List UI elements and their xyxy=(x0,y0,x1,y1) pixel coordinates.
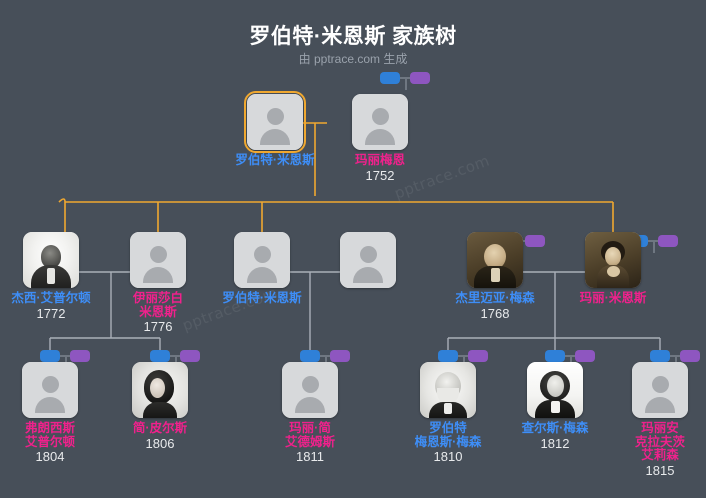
person-name: 玛丽梅恩 xyxy=(354,153,405,167)
person-node[interactable]: 玛丽·简 艾德姆斯 1811 xyxy=(282,362,338,464)
female-badge-icon[interactable] xyxy=(525,235,545,247)
female-badge-icon[interactable] xyxy=(575,350,595,362)
person-node[interactable]: 简·皮尔斯 1806 xyxy=(132,362,188,451)
person-card[interactable] xyxy=(527,362,583,418)
person-node[interactable]: 弗朗西斯 艾普尔顿 1804 xyxy=(22,362,78,464)
portrait-photo xyxy=(420,362,476,418)
person-card[interactable] xyxy=(130,232,186,288)
person-node[interactable]: 杰里迈亚·梅森 1768 xyxy=(455,232,535,321)
person-name: 弗朗西斯 艾普尔顿 xyxy=(24,421,75,449)
avatar-placeholder-icon xyxy=(282,362,338,418)
person-card[interactable] xyxy=(234,232,290,288)
person-card[interactable] xyxy=(22,362,78,418)
avatar-placeholder-icon xyxy=(22,362,78,418)
female-badge-icon[interactable] xyxy=(468,350,488,362)
person-node[interactable]: 罗伯特·米恩斯 xyxy=(235,91,315,168)
person-node[interactable]: 查尔斯·梅森 1812 xyxy=(522,362,588,451)
person-name: 玛丽·米恩斯 xyxy=(579,291,647,305)
person-year: 1804 xyxy=(35,449,65,464)
person-year: 1811 xyxy=(296,449,324,464)
person-name: 简·皮尔斯 xyxy=(132,421,188,435)
portrait-photo xyxy=(23,232,79,288)
avatar-placeholder-icon xyxy=(632,362,688,418)
female-badge-icon[interactable] xyxy=(70,350,90,362)
person-year: 1810 xyxy=(433,449,463,464)
person-name: 罗伯特·米恩斯 xyxy=(222,291,302,305)
person-card[interactable] xyxy=(23,232,79,288)
person-node[interactable]: 玛丽·米恩斯 xyxy=(580,232,646,306)
person-year: 1776 xyxy=(143,319,173,334)
person-card[interactable] xyxy=(420,362,476,418)
page-subtitle: 由 pptrace.com 生成 xyxy=(298,52,408,66)
avatar-placeholder-icon xyxy=(234,232,290,288)
page-title: 罗伯特·米恩斯 家族树 xyxy=(249,25,457,48)
male-badge-icon[interactable] xyxy=(545,350,565,362)
person-card[interactable] xyxy=(352,94,408,150)
person-node[interactable]: 玛丽安 克拉夫茨 艾莉森 1815 xyxy=(632,362,688,478)
portrait-photo xyxy=(527,362,583,418)
person-name: 罗伯特 梅恩斯·梅森 xyxy=(414,421,482,449)
female-badge-icon[interactable] xyxy=(680,350,700,362)
person-name: 罗伯特·米恩斯 xyxy=(235,153,315,167)
person-year: 1806 xyxy=(145,435,175,451)
person-card[interactable] xyxy=(632,362,688,418)
avatar-placeholder-icon xyxy=(340,232,396,288)
person-node[interactable]: 杰西·艾普尔顿 1772 xyxy=(11,232,91,321)
person-card[interactable] xyxy=(340,232,396,288)
avatar-placeholder-icon xyxy=(352,94,408,150)
male-badge-icon[interactable] xyxy=(300,350,320,362)
person-year: 1812 xyxy=(540,435,570,451)
portrait-photo xyxy=(467,232,523,288)
avatar-placeholder-icon xyxy=(247,94,303,150)
badge-stem xyxy=(652,241,655,253)
male-badge-icon[interactable] xyxy=(40,350,60,362)
person-node[interactable]: 玛丽梅恩 1752 xyxy=(352,94,408,183)
person-year: 1772 xyxy=(36,305,66,321)
female-badge-icon[interactable] xyxy=(658,235,678,247)
person-node[interactable]: 罗伯特·米恩斯 xyxy=(222,232,302,306)
male-badge-icon[interactable] xyxy=(380,72,400,84)
person-node[interactable]: 罗伯特 梅恩斯·梅森 1810 xyxy=(415,362,481,464)
person-card[interactable] xyxy=(132,362,188,418)
person-name: 伊丽莎白 米恩斯 xyxy=(132,291,183,319)
person-year: 1752 xyxy=(365,167,395,183)
person-card[interactable] xyxy=(244,91,306,153)
male-badge-icon[interactable] xyxy=(650,350,670,362)
person-node[interactable]: 伊丽莎白 米恩斯 1776 xyxy=(130,232,186,334)
person-node[interactable] xyxy=(340,232,396,292)
person-card[interactable] xyxy=(282,362,338,418)
person-name: 杰里迈亚·梅森 xyxy=(455,291,535,305)
person-name: 杰西·艾普尔顿 xyxy=(11,291,91,305)
badge-stem xyxy=(404,78,407,90)
person-card[interactable] xyxy=(467,232,523,288)
avatar-placeholder-icon xyxy=(130,232,186,288)
male-badge-icon[interactable] xyxy=(438,350,458,362)
female-badge-icon[interactable] xyxy=(180,350,200,362)
person-name: 玛丽安 克拉夫茨 艾莉森 xyxy=(634,421,685,462)
female-badge-icon[interactable] xyxy=(330,350,350,362)
person-year: 1768 xyxy=(480,305,510,321)
person-name: 查尔斯·梅森 xyxy=(521,421,589,435)
portrait-photo xyxy=(585,232,641,288)
person-name: 玛丽·简 艾德姆斯 xyxy=(284,421,335,449)
male-badge-icon[interactable] xyxy=(150,350,170,362)
female-badge-icon[interactable] xyxy=(410,72,430,84)
portrait-photo xyxy=(132,362,188,418)
person-card[interactable] xyxy=(585,232,641,288)
person-year: 1815 xyxy=(645,462,675,478)
